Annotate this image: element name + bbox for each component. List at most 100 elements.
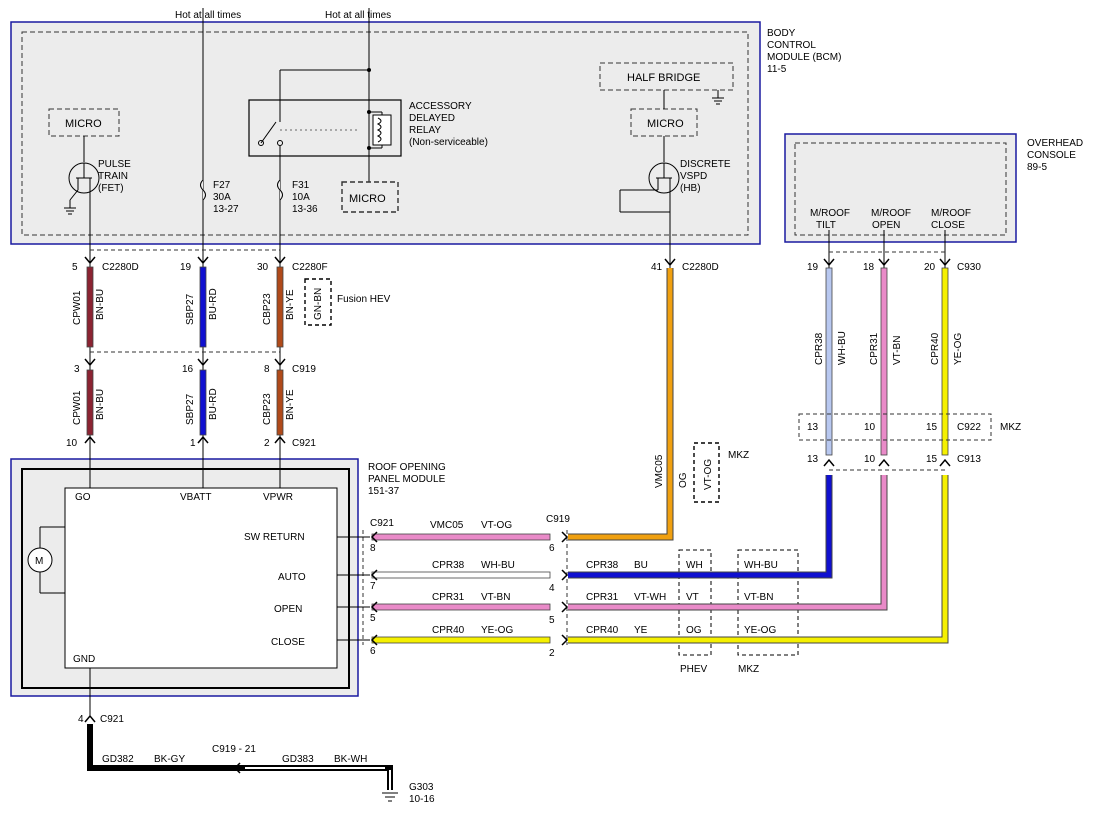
circuit-yeog-h1: YE-OG — [481, 625, 513, 636]
phev-vt: VT — [686, 592, 699, 603]
circuit-burd-b: BU-RD — [208, 388, 219, 420]
circuit-vmc05-v: VMC05 — [654, 454, 665, 488]
discrete-label-2: VSPD — [680, 171, 707, 182]
pin-41: 41 — [651, 262, 663, 273]
half-bridge-label: HALF BRIDGE — [627, 72, 700, 84]
circuit-bkwh: BK-WH — [334, 754, 367, 765]
wire-cpr40-h1 — [371, 636, 551, 644]
circuit-bkgy: BK-GY — [154, 754, 185, 765]
circuit-vtog-h: VT-OG — [481, 520, 512, 531]
circuit-whbu-h1: WH-BU — [481, 560, 515, 571]
motor-icon: M — [27, 526, 65, 594]
fuse-f31: F31 — [292, 180, 310, 191]
feed-label-right: Hot at all times — [325, 10, 391, 21]
circuit-sbp27-a: SBP27 — [185, 293, 196, 325]
bcm-ref: 11-5 — [767, 64, 787, 75]
wire-cpr31-h1 — [371, 603, 551, 611]
bcm-name-1: BODY — [767, 28, 796, 39]
roof-vpwr: VPWR — [263, 492, 293, 503]
circuit-vtog-box: VT-OG — [703, 459, 714, 490]
conn-c2280d-right: C2280D — [682, 262, 719, 273]
circuit-bnye-a: BN-YE — [285, 289, 296, 320]
wire-cbp23-upper — [276, 266, 284, 348]
circuit-cpr40-h1: CPR40 — [432, 625, 465, 636]
horizontal-wires — [337, 475, 949, 646]
circuit-burd-a: BU-RD — [208, 288, 219, 320]
relay-label-1: ACCESSORY — [409, 101, 472, 112]
circuit-cpr31-h2: CPR31 — [586, 592, 619, 603]
conn-c2280d-left: C2280D — [102, 262, 139, 273]
overhead-name-2: CONSOLE — [1027, 150, 1076, 161]
vertical-wires — [86, 242, 949, 541]
conn-c921-gnd: C921 — [100, 714, 124, 725]
bcm-name-2: CONTROL — [767, 40, 816, 51]
fuse-f27-amp: 30A — [213, 192, 231, 203]
circuit-whbu-v: WH-BU — [837, 331, 848, 365]
mkz-vtbn: VT-BN — [744, 592, 773, 603]
connector-labels: C2280D C2280F C2280D C930 C919 C921 C922… — [100, 262, 981, 805]
roof-close: CLOSE — [271, 637, 305, 648]
circuit-bnye-b: BN-YE — [285, 389, 296, 420]
fuse-f27: F27 — [213, 180, 231, 191]
wire-cpr40-upper — [941, 267, 949, 456]
overhead-tilt-1: M/ROOF — [810, 208, 850, 219]
ground-icon — [712, 90, 724, 105]
circuit-vtbn-v: VT-BN — [892, 336, 903, 365]
g303-ground-icon — [382, 792, 398, 802]
relay-switch-icon — [258, 118, 360, 146]
circuit-cpr38-h1: CPR38 — [432, 560, 465, 571]
conn-c919: C919 — [292, 364, 316, 375]
relay-coil-icon — [367, 110, 392, 150]
circuit-labels-horizontal: Fusion HEV MKZ MKZ VMC05 VT-OG CPR38 WH-… — [102, 294, 1021, 765]
pin-13a: 13 — [807, 422, 819, 433]
overhead-name-1: OVERHEAD — [1027, 138, 1083, 149]
circuit-yeog-v: YE-OG — [953, 333, 964, 365]
pulse-label-1: PULSE — [98, 159, 131, 170]
connector-lines — [90, 249, 992, 656]
hb-transistor-icon — [619, 162, 680, 244]
circuit-gnbn: GN-BN — [313, 288, 324, 320]
wire-cbp23-lower — [276, 369, 284, 436]
discrete-label-3: (HB) — [680, 183, 701, 194]
roof-vbatt: VBATT — [180, 492, 211, 503]
circuit-cpw01-b: CPW01 — [72, 390, 83, 425]
bcm-name-3: MODULE (BCM) — [767, 52, 841, 63]
circuit-gd382: GD382 — [102, 754, 134, 765]
ground-wires — [87, 696, 398, 802]
wire-cpr38-h1 — [371, 571, 551, 579]
pin-1: 1 — [190, 438, 196, 449]
conn-c2280f: C2280F — [292, 262, 328, 273]
fuse-f31-amp: 10A — [292, 192, 310, 203]
pin-labels: 5 19 30 41 19 18 20 3 16 8 10 1 2 13 10 … — [66, 262, 938, 725]
circuit-cpw01-a: CPW01 — [72, 290, 83, 325]
pin-m5: 5 — [549, 615, 555, 626]
roof-sw-return: SW RETURN — [244, 532, 305, 543]
wire-cpr40-h2 — [568, 475, 949, 644]
circuit-cpr40-v: CPR40 — [930, 332, 941, 365]
overhead-close-2: CLOSE — [931, 220, 965, 231]
conn-g303-ref: 10-16 — [409, 794, 435, 805]
roof-ref: 151-37 — [368, 486, 400, 497]
circuit-cpr38-h2: CPR38 — [586, 560, 619, 571]
pulse-label-2: TRAIN — [98, 171, 128, 182]
overhead-tilt-2: TILT — [816, 220, 836, 231]
mkz-yeog: YE-OG — [744, 625, 776, 636]
wire-cpw01-lower — [86, 369, 94, 436]
relay-label-3: RELAY — [409, 125, 441, 136]
motor-label: M — [35, 556, 43, 567]
chevron-markers — [84, 256, 951, 723]
conn-c913: C913 — [957, 454, 981, 465]
fuse-f31-icon — [277, 179, 283, 201]
phev-wh: WH — [686, 560, 703, 571]
pin-15a: 15 — [926, 422, 938, 433]
pin-m4: 4 — [549, 583, 555, 594]
pin-20: 20 — [924, 262, 936, 273]
overhead-open-2: OPEN — [872, 220, 900, 231]
pin-m2: 2 — [549, 648, 555, 659]
relay-label-2: DELAYED — [409, 113, 455, 124]
overhead-close-1: M/ROOF — [931, 208, 971, 219]
pin-18: 18 — [863, 262, 875, 273]
pin-g4: 4 — [78, 714, 84, 725]
micro-relay-label: MICRO — [349, 193, 386, 205]
wire-vmc05 — [568, 268, 674, 541]
